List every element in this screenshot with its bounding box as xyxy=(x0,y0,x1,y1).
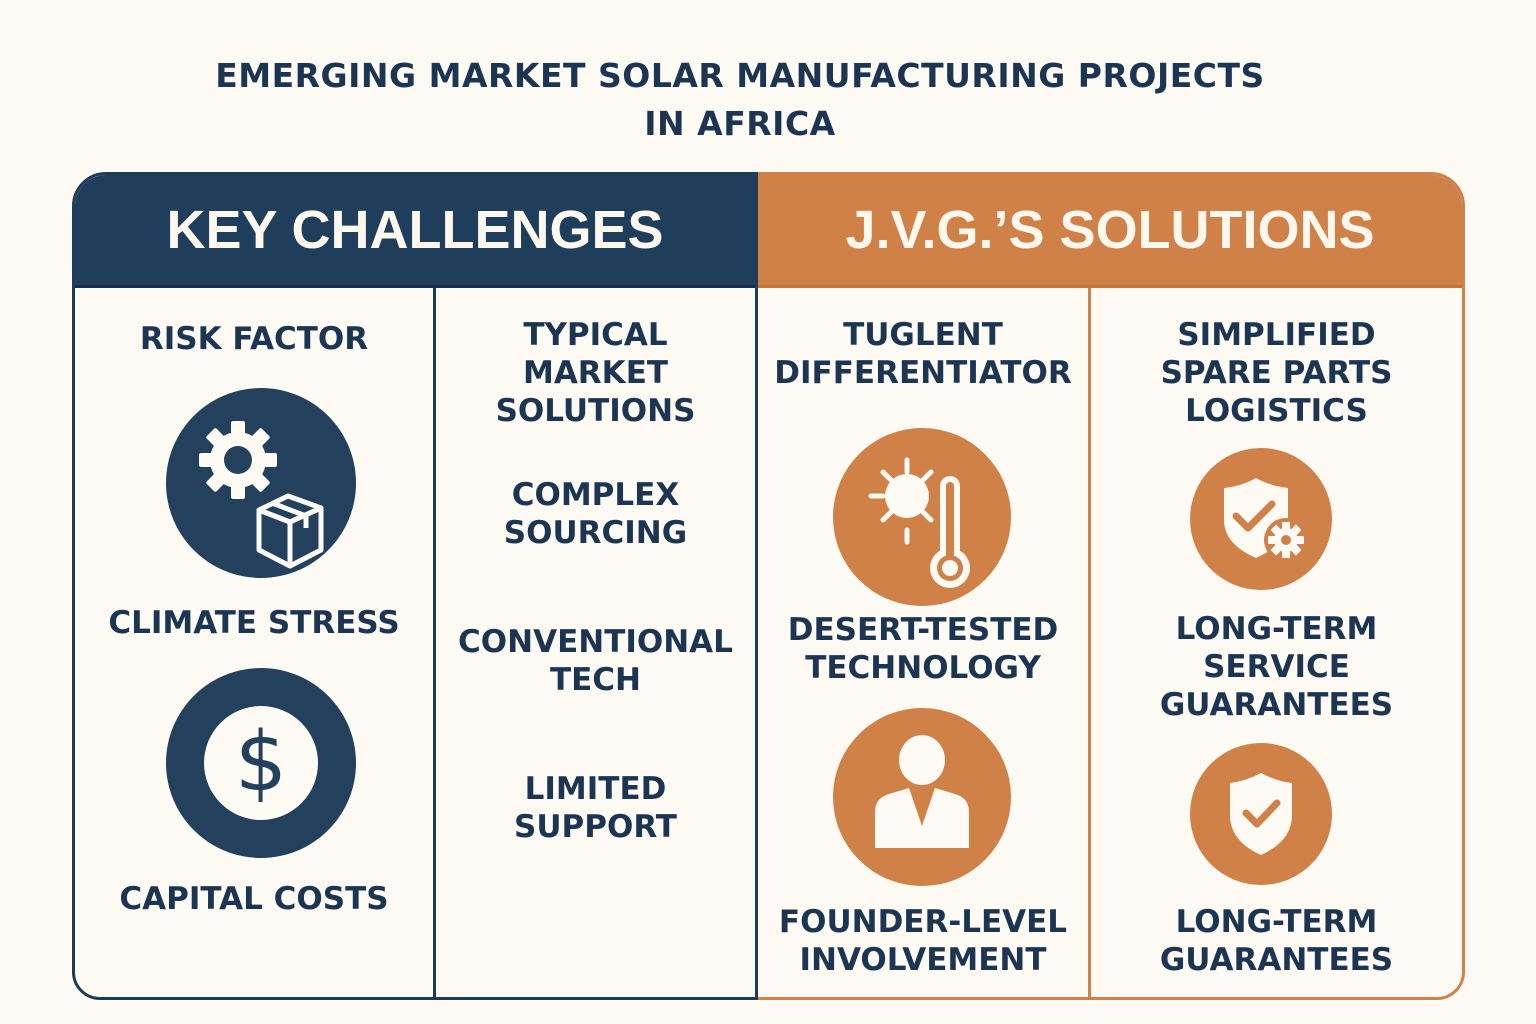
desert-tested-technology-label: DESERT-TESTED TECHNOLOGY xyxy=(787,612,1059,686)
comparison-board: KEY CHALLENGES RISK FACTOR xyxy=(72,172,1465,1000)
spare-parts-logistics-column: SIMPLIFIED SPARE PARTS LOGISTICS xyxy=(1091,288,1462,997)
challenges-panel: KEY CHALLENGES RISK FACTOR xyxy=(72,172,758,1000)
dollar-sign: $ xyxy=(204,706,318,820)
person-icon xyxy=(833,708,1011,886)
spare-parts-logistics-heading: SIMPLIFIED SPARE PARTS LOGISTICS xyxy=(1160,317,1393,429)
climate-stress-label: CLIMATE STRESS xyxy=(108,605,400,641)
dollar-coin-icon: $ xyxy=(166,668,356,858)
long-term-service-guarantees-label: LONG-TERM SERVICE GUARANTEES xyxy=(1159,611,1394,723)
complex-sourcing-label: COMPLEX SOURCING xyxy=(503,477,688,551)
differentiator-column: TUGLENT DIFFERENTIATOR xyxy=(758,288,1091,997)
sun-thermometer-icon xyxy=(833,428,1011,606)
shield-gear-icon xyxy=(1190,448,1332,590)
capital-costs-label: CAPITAL COSTS xyxy=(119,881,389,917)
gear-box-icon xyxy=(166,388,356,578)
solutions-panel: J.V.G.’S SOLUTIONS TUGLENT DIFFERENTIATO… xyxy=(758,172,1465,1000)
differentiator-heading: TUGLENT DIFFERENTIATOR xyxy=(774,317,1072,391)
shield-check-icon xyxy=(1190,743,1332,885)
page-title: EMERGING MARKET SOLAR MANUFACTURING PROJ… xyxy=(0,52,1480,148)
risk-factor-heading: RISK FACTOR xyxy=(139,321,369,357)
founder-level-involvement-label: FOUNDER-LEVEL INVOLVEMENT xyxy=(778,904,1068,978)
solutions-header: J.V.G.’S SOLUTIONS xyxy=(758,175,1462,288)
title-line-2: IN AFRICA xyxy=(644,104,836,143)
typical-market-solutions-column: TYPICAL MARKET SOLUTIONS COMPLEX SOURCIN… xyxy=(436,288,755,997)
typical-market-solutions-heading: TYPICAL MARKET SOLUTIONS xyxy=(495,317,696,429)
long-term-guarantees-label: LONG-TERM GUARANTEES xyxy=(1159,904,1394,978)
challenges-header: KEY CHALLENGES xyxy=(75,175,755,288)
conventional-tech-label: CONVENTIONAL TECH xyxy=(458,624,733,698)
risk-factor-column: RISK FACTOR xyxy=(75,288,436,997)
limited-support-label: LIMITED SUPPORT xyxy=(514,771,677,845)
title-line-1: EMERGING MARKET SOLAR MANUFACTURING PROJ… xyxy=(215,56,1265,95)
